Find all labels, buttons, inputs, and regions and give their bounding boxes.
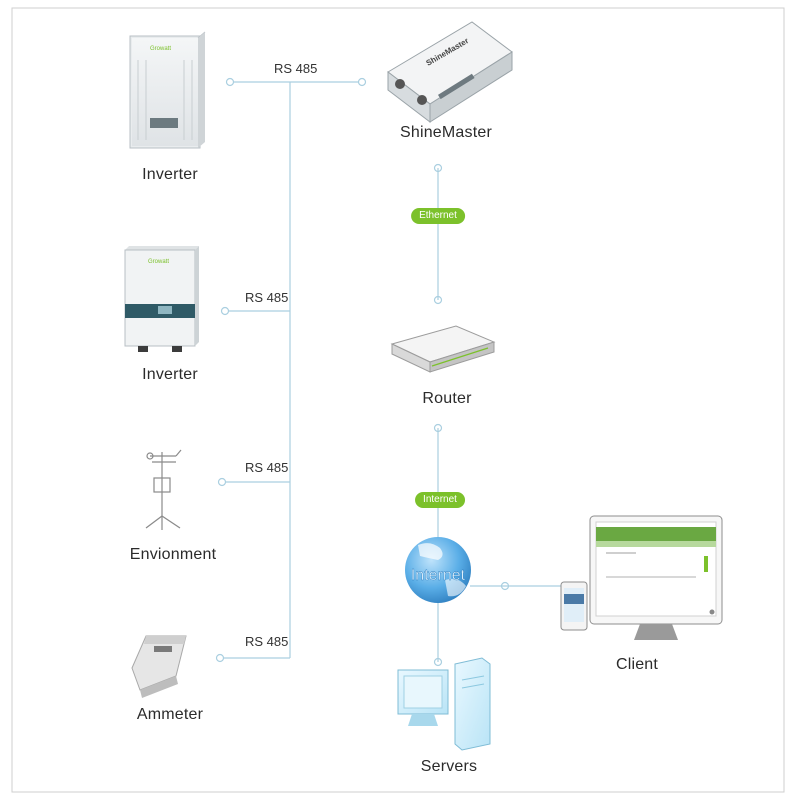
- environment-label: Envionment: [130, 546, 217, 564]
- inverter-2-label: Inverter: [142, 366, 198, 384]
- rs485-label-1: RS 485: [274, 61, 317, 76]
- rs485-label-2: RS 485: [245, 290, 288, 305]
- globe-label: Internet: [411, 567, 466, 584]
- router-label: Router: [422, 390, 471, 408]
- rs485-label-3: RS 485: [245, 460, 288, 475]
- client-label: Client: [616, 656, 658, 674]
- inverter-2-logo: Growatt: [148, 259, 169, 265]
- router-image: [392, 326, 494, 372]
- servers-image: [398, 658, 490, 750]
- client-monitor-image: [590, 516, 722, 640]
- rs485-bus: [220, 82, 362, 658]
- ammeter-label: Ammeter: [137, 706, 203, 724]
- ethernet-pill: Ethernet: [411, 208, 465, 224]
- shinemaster-label: ShineMaster: [400, 124, 492, 142]
- inverter-1-label: Inverter: [142, 166, 198, 184]
- rs485-label-4: RS 485: [245, 634, 288, 649]
- ammeter-image: [132, 636, 186, 698]
- environment-station-image: [146, 450, 181, 530]
- inverter-1-logo: Growatt: [150, 46, 171, 52]
- client-phone-image: [561, 582, 587, 630]
- shinemaster-image: [388, 22, 512, 122]
- internet-pill: Internet: [415, 492, 465, 508]
- servers-label: Servers: [421, 758, 478, 776]
